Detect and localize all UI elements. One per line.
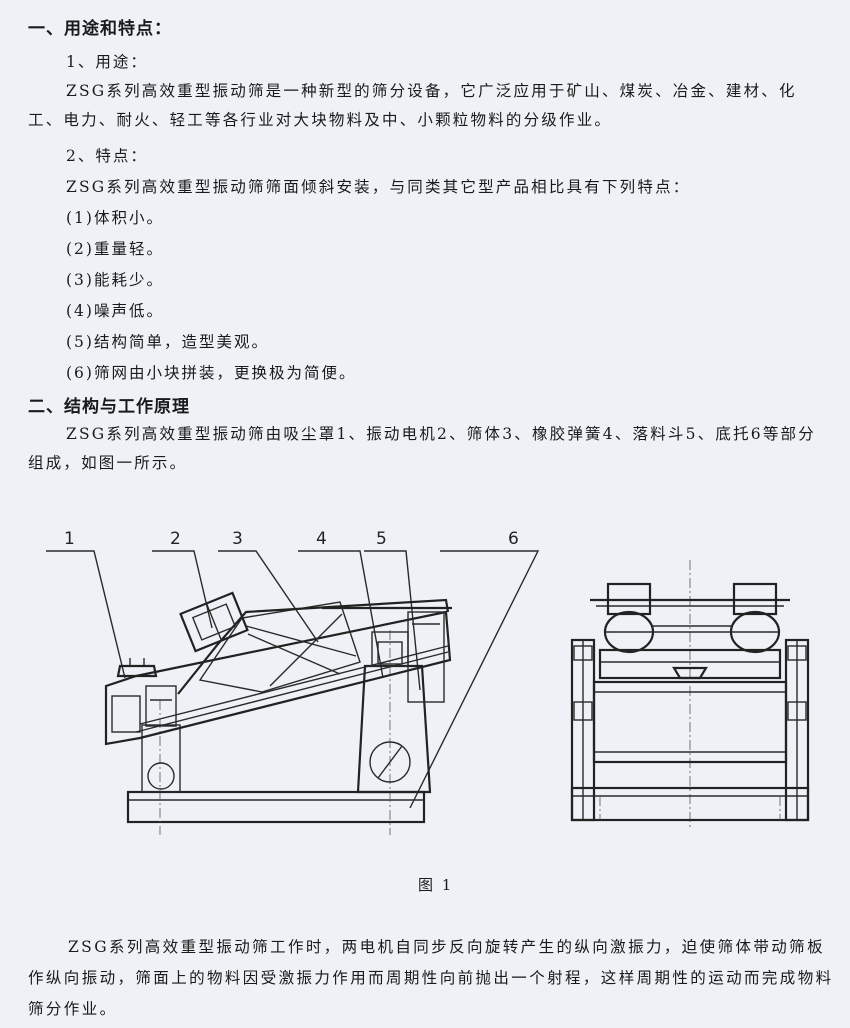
feature-item-1: (1)体积小。	[66, 209, 164, 227]
callout-6: 6	[508, 529, 519, 549]
feature-item-3: (3)能耗少。	[66, 271, 164, 289]
callout-3: 3	[232, 529, 243, 549]
features-label: 2、特点：	[66, 147, 148, 165]
feature-item-6: (6)筛网由小块拼装，更换极为简便。	[66, 364, 357, 382]
features-intro: ZSG系列高效重型振动筛筛面倾斜安装，与同类其它型产品相比具有下列特点：	[66, 178, 691, 196]
feature-item-5: (5)结构简单，造型美观。	[66, 333, 269, 351]
callout-5: 5	[376, 529, 387, 549]
principle-paragraph: ZSG系列高效重型振动筛工作时，两电机自同步反向旋转产生的纵向激振力，迫使筛体带…	[28, 938, 834, 1018]
figure-caption: 图 1	[418, 876, 454, 894]
callout-2: 2	[170, 529, 181, 549]
use-paragraph: ZSG系列高效重型振动筛是一种新型的筛分设备，它广泛应用于矿山、煤炭、冶金、建材…	[28, 82, 797, 129]
callout-4: 4	[316, 529, 327, 549]
vibrating-screen-figure: 1 2 3 4 5 6	[46, 529, 810, 835]
feature-item-4: (4)噪声低。	[66, 302, 164, 320]
callout-leaders	[46, 550, 540, 809]
section2-heading: 二、结构与工作原理	[28, 397, 190, 417]
section1-heading: 一、用途和特点：	[28, 19, 172, 39]
structure-paragraph: ZSG系列高效重型振动筛由吸尘罩1、振动电机2、筛体3、橡胶弹簧4、落料斗5、底…	[28, 425, 816, 472]
use-label: 1、用途：	[66, 53, 148, 71]
callout-1: 1	[64, 529, 75, 549]
feature-item-2: (2)重量轻。	[66, 240, 164, 258]
front-view-drawing	[570, 560, 810, 830]
side-view-drawing	[104, 591, 452, 835]
